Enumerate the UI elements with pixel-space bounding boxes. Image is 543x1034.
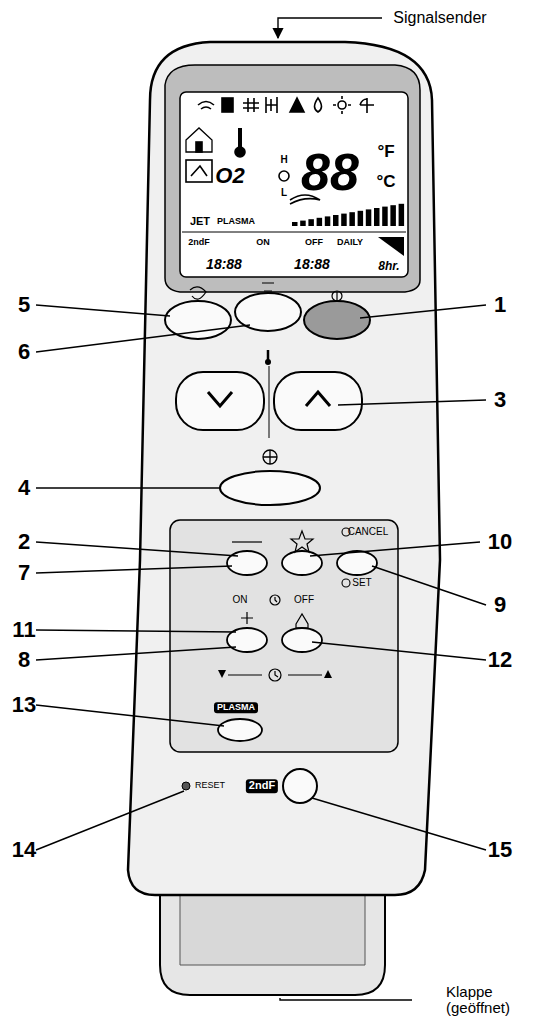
lcd-time: 18:88 bbox=[294, 257, 330, 272]
callout-number: 10 bbox=[488, 530, 512, 553]
button-text: ON bbox=[233, 595, 248, 606]
button-text: PLASMA bbox=[214, 702, 258, 713]
lcd-tag: DAILY bbox=[337, 238, 363, 247]
lcd-mark: H bbox=[280, 155, 287, 166]
lcd-digits: 88 bbox=[301, 145, 359, 200]
callout-number: 13 bbox=[12, 693, 36, 716]
button-text: CANCEL bbox=[348, 527, 389, 538]
button-text: SET bbox=[352, 578, 371, 589]
lcd-time: 18:88 bbox=[206, 257, 242, 272]
lcd-mark: O2 bbox=[215, 164, 244, 187]
lcd-tag: JET bbox=[190, 216, 210, 228]
flap-label: Klappe (geöffnet) bbox=[446, 984, 526, 1016]
lcd-unit: °F bbox=[377, 143, 394, 161]
callout-number: 11 bbox=[12, 618, 35, 641]
callout-number: 5 bbox=[18, 293, 30, 316]
callout-number: 8 bbox=[18, 648, 30, 671]
callout-number: 6 bbox=[18, 340, 30, 363]
lcd-time: 8hr. bbox=[378, 260, 399, 273]
callout-number: 3 bbox=[494, 388, 506, 411]
lcd-unit: °C bbox=[376, 173, 395, 191]
callout-number: 12 bbox=[488, 648, 512, 671]
lcd-tag: ON bbox=[256, 238, 270, 247]
callout-number: 15 bbox=[488, 838, 512, 861]
button-text: RESET bbox=[195, 781, 225, 790]
callout-number: 14 bbox=[12, 838, 36, 861]
lcd-tag: PLASMA bbox=[217, 217, 255, 226]
lcd-tag: OFF bbox=[305, 238, 323, 247]
callout-number: 4 bbox=[18, 476, 30, 499]
signal-label: Signalsender bbox=[393, 10, 486, 27]
button-text: OFF bbox=[294, 595, 314, 606]
callout-number: 9 bbox=[494, 593, 506, 616]
callout-number: 2 bbox=[18, 530, 30, 553]
lcd-tag: 2ndF bbox=[188, 238, 210, 247]
lcd-mark: L bbox=[281, 188, 287, 199]
button-text: 2ndF bbox=[246, 779, 278, 793]
callout-number: 1 bbox=[494, 293, 506, 316]
callout-number: 7 bbox=[18, 561, 30, 584]
